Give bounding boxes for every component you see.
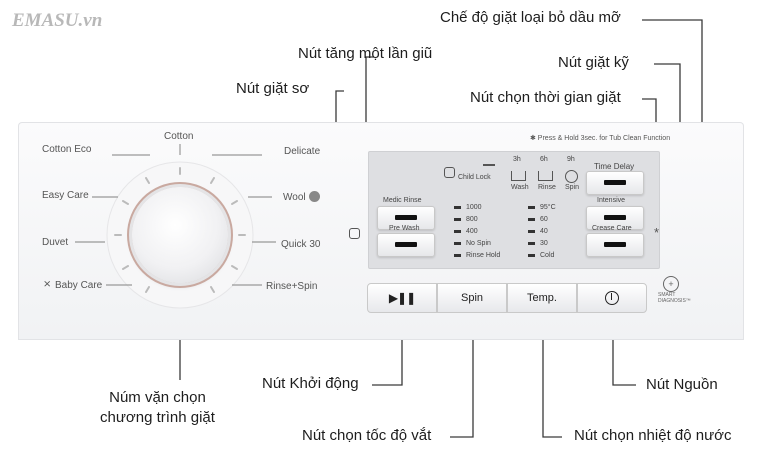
intensive-button[interactable]: [586, 206, 644, 230]
program-cotton: Cotton: [164, 131, 194, 142]
spin-indicator: [454, 206, 461, 209]
spin-icon: [565, 170, 578, 183]
rinse-icon: [538, 171, 553, 181]
program-baby-care: Baby Care: [55, 280, 103, 291]
temp-option: 40: [540, 228, 548, 235]
temp-indicator: [528, 218, 535, 221]
spin-indicator: [454, 230, 461, 233]
intensive-label: Intensive: [597, 197, 626, 204]
program-delicate: Delicate: [284, 146, 321, 157]
pre-wash-button[interactable]: [377, 233, 435, 257]
callout-medic-rinse: Nút tăng một lần giũ: [298, 45, 433, 62]
callout-oil-removal: Chế độ giặt loại bỏ dầu mỡ: [440, 9, 621, 26]
child-lock-side-icon: [349, 228, 360, 239]
power-icon: [605, 291, 619, 305]
callout-dial: Núm vặn chọn chương trình giặt: [100, 389, 215, 426]
spin-indicator: [454, 254, 461, 257]
callout-intensive: Nút giặt kỹ: [558, 54, 629, 71]
time-delay-label: Time Delay: [594, 162, 635, 171]
spin-option: 800: [466, 216, 478, 223]
temp-option: Cold: [540, 252, 555, 259]
start-pause-button[interactable]: ▶❚❚: [367, 283, 437, 313]
stage-rinse: Rinse: [538, 184, 556, 191]
program-rinse-spin: Rinse+Spin: [266, 281, 318, 292]
lock-icon: [444, 167, 455, 178]
crease-care-label: Crease Care: [592, 225, 632, 232]
spin-button[interactable]: Spin: [437, 283, 507, 313]
time-9h: 9h: [567, 156, 575, 163]
temp-indicator: [528, 230, 535, 233]
temp-option: 60: [540, 216, 548, 223]
temp-indicator: [528, 242, 535, 245]
wool-icon: [309, 191, 320, 202]
program-wool: Wool: [283, 192, 306, 203]
medic-rinse-label: Medic Rinse: [383, 197, 422, 204]
play-pause-icon: ▶❚❚: [388, 291, 416, 305]
spin-option: 400: [466, 228, 478, 235]
spin-option: 1000: [466, 204, 482, 211]
temp-option: 95°C: [540, 204, 556, 211]
spin-indicator: [454, 218, 461, 221]
spin-button-label: Spin: [460, 292, 484, 304]
program-cotton-eco: Cotton Eco: [42, 144, 92, 155]
callout-time-delay: Nút chọn thời gian giặt: [470, 89, 621, 106]
press-hold-note: ✱ Press & Hold 3sec. for Tub Clean Funct…: [530, 135, 671, 142]
program-duvet: Duvet: [42, 237, 69, 248]
temp-indicator: [528, 206, 535, 209]
spin-indicator: [454, 242, 461, 245]
callout-spin: Nút chọn tốc độ vắt: [302, 427, 432, 444]
callout-temp: Nút chọn nhiệt độ nước: [574, 427, 732, 444]
time-3h: 3h: [513, 156, 521, 163]
pre-wash-label: Pre Wash: [389, 225, 420, 232]
temp-button[interactable]: Temp.: [507, 283, 577, 313]
temp-option: 30: [540, 240, 548, 247]
star-mark: *: [654, 225, 660, 240]
callout-pre-wash: Nút giặt sơ: [236, 80, 310, 97]
program-dial[interactable]: [132, 187, 228, 283]
spin-option: No Spin: [466, 240, 491, 247]
child-lock-indicator: [483, 164, 495, 166]
baby-icon: ⨯: [43, 279, 52, 290]
program-quick-30: Quick 30: [281, 239, 321, 250]
program-easy-care: Easy Care: [42, 190, 89, 201]
power-button[interactable]: [577, 283, 647, 313]
temp-indicator: [528, 254, 535, 257]
child-lock-label: Child Lock: [458, 174, 491, 181]
callout-power: Nút Nguồn: [646, 376, 718, 393]
spin-option: Rinse Hold: [466, 252, 501, 259]
time-delay-button[interactable]: [586, 171, 644, 195]
smart-diagnosis-icon: +: [663, 276, 679, 292]
crease-care-button[interactable]: [586, 233, 644, 257]
time-6h: 6h: [540, 156, 548, 163]
medic-rinse-button[interactable]: [377, 206, 435, 230]
temp-button-label: Temp.: [527, 292, 557, 304]
callout-start: Nút Khởi động: [262, 375, 359, 392]
watermark: EMASU.vn: [12, 10, 103, 31]
wash-icon: [511, 171, 526, 181]
stage-wash: Wash: [511, 184, 529, 191]
stage-spin: Spin: [565, 184, 580, 191]
smart-diagnosis-label: SMART DIAGNOSIS™: [658, 292, 691, 304]
